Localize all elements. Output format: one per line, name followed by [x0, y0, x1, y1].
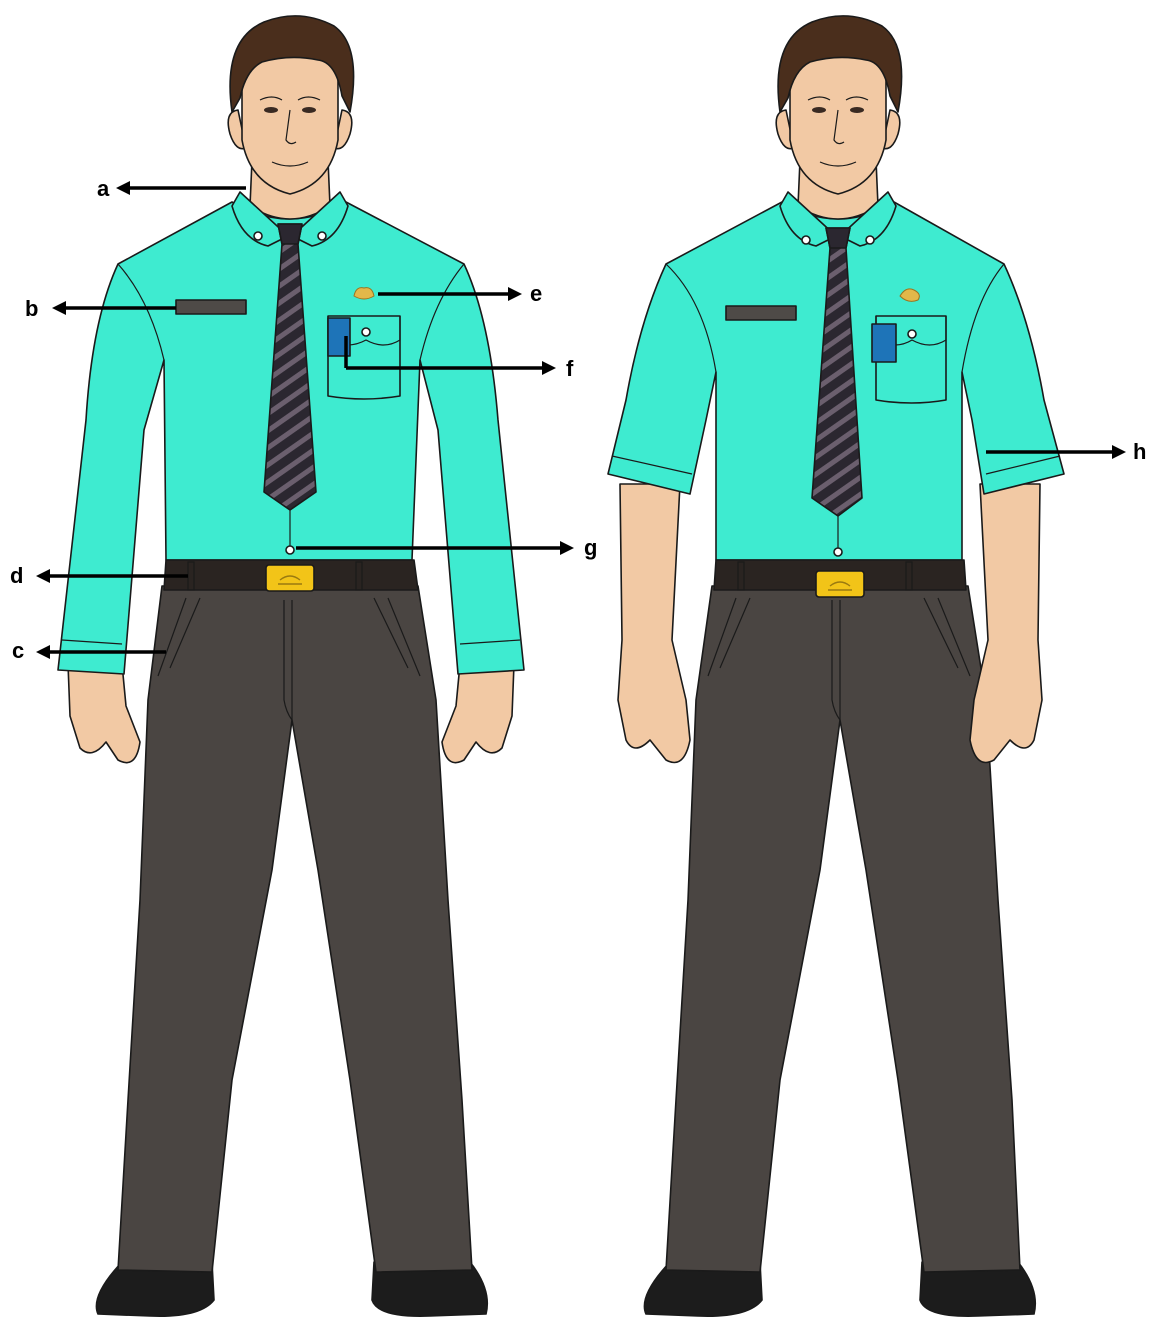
emblem	[354, 288, 374, 299]
left-arm	[618, 484, 690, 763]
trousers	[118, 586, 472, 1272]
right-arm	[970, 484, 1042, 763]
callout-c-label: c	[12, 638, 24, 663]
callout-f-label: f	[566, 356, 574, 381]
belt-buckle	[266, 565, 314, 591]
callout-g-label: g	[584, 535, 597, 560]
figure-short-sleeve	[608, 16, 1064, 1316]
callout-e-label: e	[530, 281, 542, 306]
tie-clip	[286, 546, 294, 554]
callout-h-label: h	[1133, 439, 1146, 464]
callout-a-label: a	[97, 176, 110, 201]
name-tag	[176, 300, 246, 314]
figure-long-sleeve	[58, 16, 524, 1316]
left-hand	[68, 664, 140, 763]
callout-b-label: b	[25, 296, 38, 321]
trousers-2	[666, 586, 1020, 1272]
callout-d-label: d	[10, 563, 23, 588]
right-hand	[442, 664, 514, 763]
